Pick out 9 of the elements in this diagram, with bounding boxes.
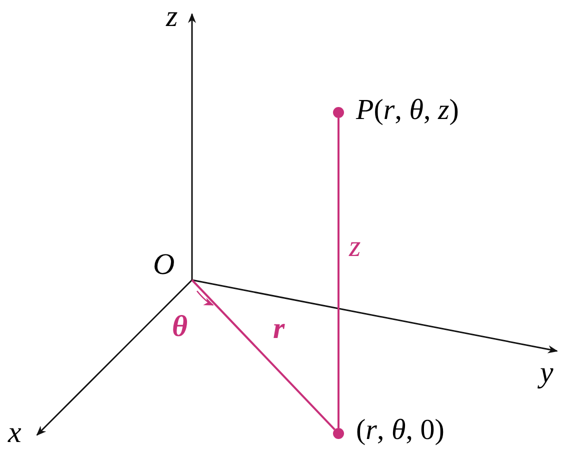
axis-label: y [540, 358, 554, 388]
angle-label: θ [172, 312, 188, 342]
axis-label: z [166, 2, 178, 32]
origin-label: O [153, 250, 192, 280]
connector-line [338, 118, 340, 428]
axis-label: x [8, 418, 22, 448]
point-label: (r, θ, 0) [356, 416, 444, 445]
connector-line [191, 279, 336, 430]
point-label: P(r, θ, z) [356, 96, 459, 125]
